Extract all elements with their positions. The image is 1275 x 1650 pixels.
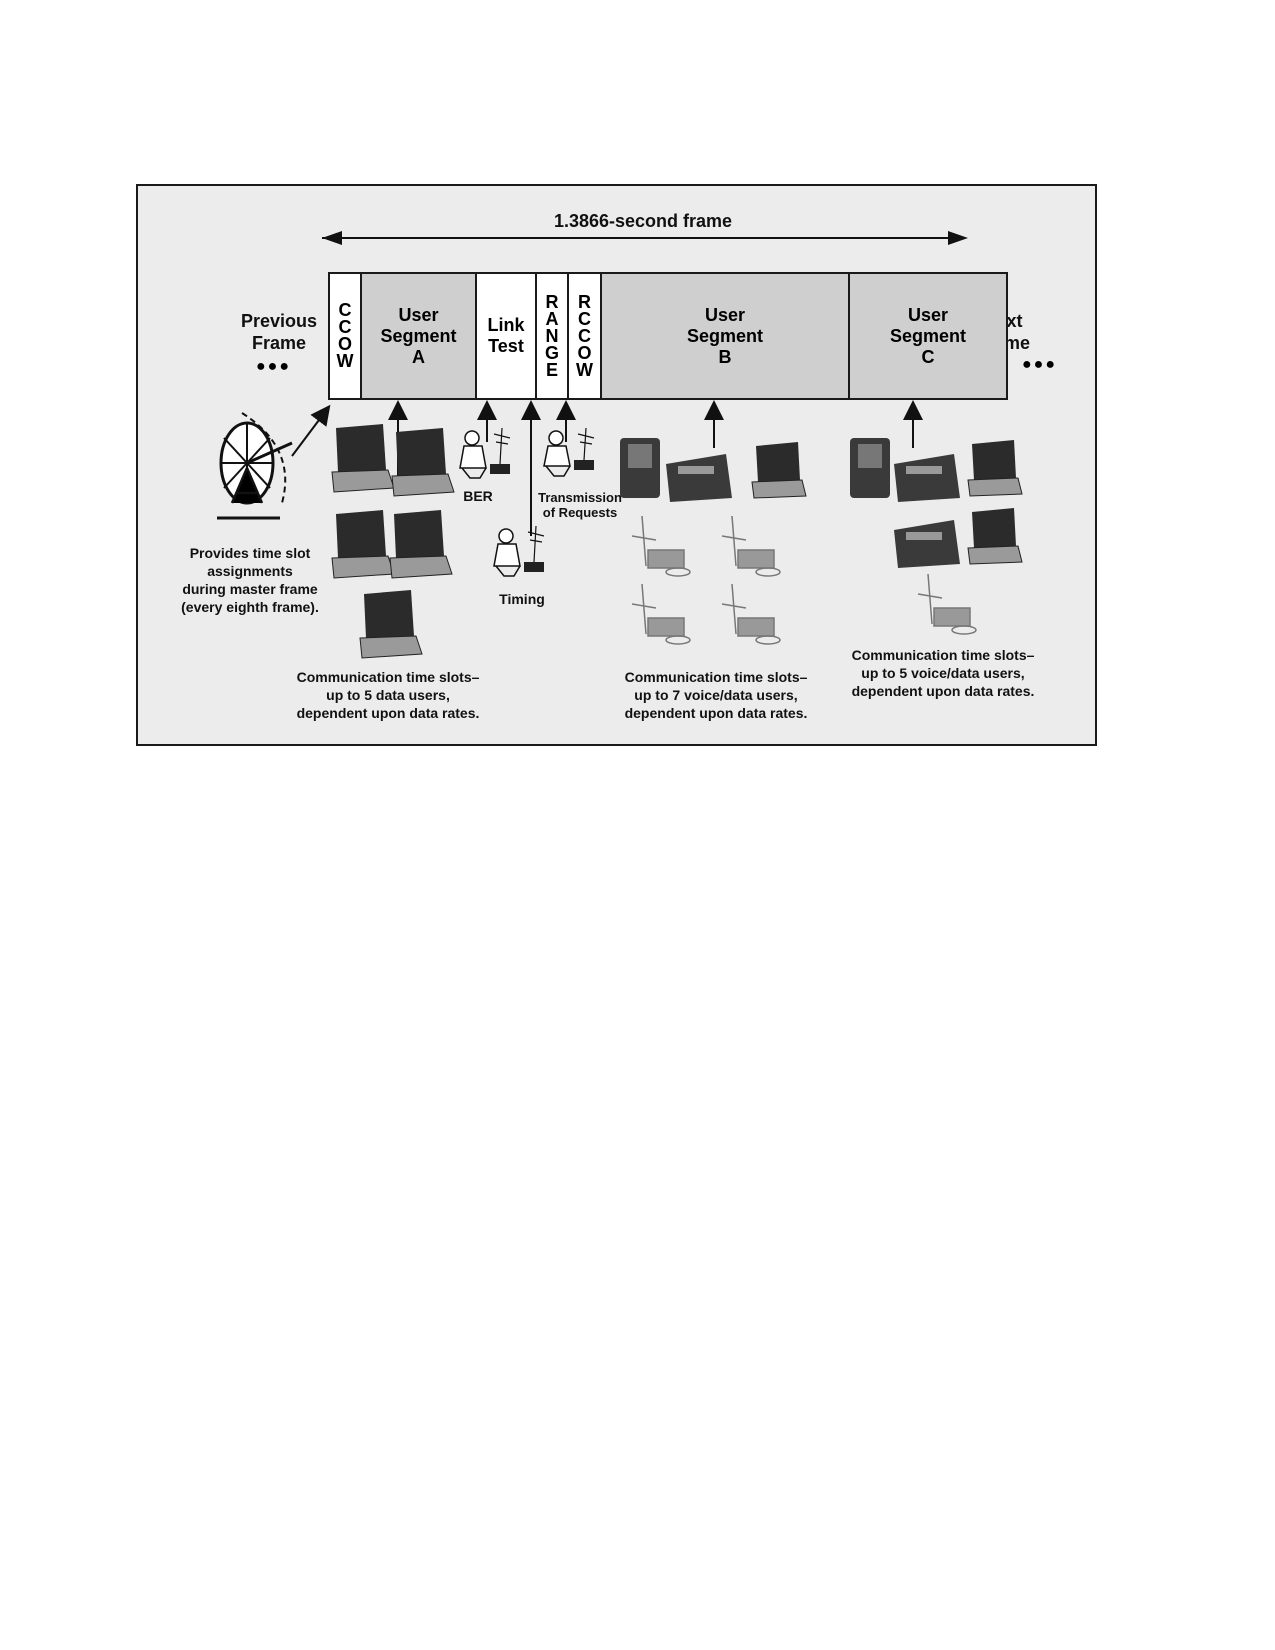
segment-ccow: C C O W (328, 272, 362, 400)
laptop-icon (359, 590, 423, 659)
radio-antenna-icon (631, 515, 691, 577)
segment-range-label: R A N G E (544, 291, 559, 380)
user-a-caption: Communication time slots– up to 5 data u… (296, 669, 480, 721)
segment-user-b-label: User Segment B (686, 304, 764, 367)
segment-user-a-label: User Segment A (380, 304, 457, 367)
segment-user-c-label: User Segment C (889, 304, 967, 367)
radio-antenna-icon (721, 583, 781, 645)
diagram-lines (291, 231, 968, 536)
phone-terminal-icon (850, 438, 890, 498)
phone-terminal-icon (894, 520, 960, 568)
segment-link-test-label: Link Test (487, 315, 525, 356)
laptop-icon (967, 508, 1023, 565)
frame-duration-label: 1.3866-second frame (553, 211, 733, 231)
laptop-icon (331, 510, 395, 579)
phone-terminal-icon (894, 454, 960, 502)
segment-rccow: R C C O W (567, 272, 602, 400)
laptop-group-a (331, 424, 455, 659)
laptop-icon (331, 424, 395, 493)
satellite-dish-icon (217, 412, 293, 520)
device-group-c (850, 438, 1023, 635)
ber-label: BER (463, 488, 493, 504)
segment-user-a: User Segment A (360, 272, 477, 400)
phone-terminal-icon (620, 438, 660, 498)
segment-range: R A N G E (535, 272, 569, 400)
soldier-radio-icon (459, 427, 511, 479)
master-frame-caption: Provides time slot assignments during ma… (181, 545, 319, 615)
segment-link-test: Link Test (475, 272, 537, 400)
timing-label: Timing (499, 591, 545, 607)
segment-user-b: User Segment B (600, 272, 850, 400)
tdma-frame-diagram: 1.3866-second frame Previous Frame ●●● N… (136, 184, 1097, 746)
transmission-label: Transmission of Requests (538, 490, 622, 520)
laptop-icon (967, 440, 1023, 497)
device-group-b (620, 438, 807, 645)
previous-frame-label: Previous Frame (240, 311, 318, 353)
arrow-dish-to-ccow (291, 404, 331, 457)
laptop-icon (391, 428, 455, 497)
user-c-caption: Communication time slots– up to 5 voice/… (851, 647, 1035, 699)
laptop-icon (751, 442, 807, 499)
segment-ccow-label: C C O W (336, 300, 354, 371)
soldier-radio-icon (543, 427, 595, 477)
user-b-caption: Communication time slots– up to 7 voice/… (624, 669, 808, 721)
next-frame-dots: ●●● (1022, 356, 1057, 373)
phone-terminal-icon (666, 454, 732, 502)
radio-antenna-icon (631, 583, 691, 645)
segment-rccow-label: R C C O W (576, 291, 593, 380)
radio-antenna-icon (721, 515, 781, 577)
laptop-icon (389, 510, 453, 579)
radio-antenna-icon (917, 573, 977, 635)
segment-user-c: User Segment C (848, 272, 1008, 400)
previous-frame-dots: ●●● (256, 358, 291, 375)
soldier-radio-icon (493, 525, 545, 577)
